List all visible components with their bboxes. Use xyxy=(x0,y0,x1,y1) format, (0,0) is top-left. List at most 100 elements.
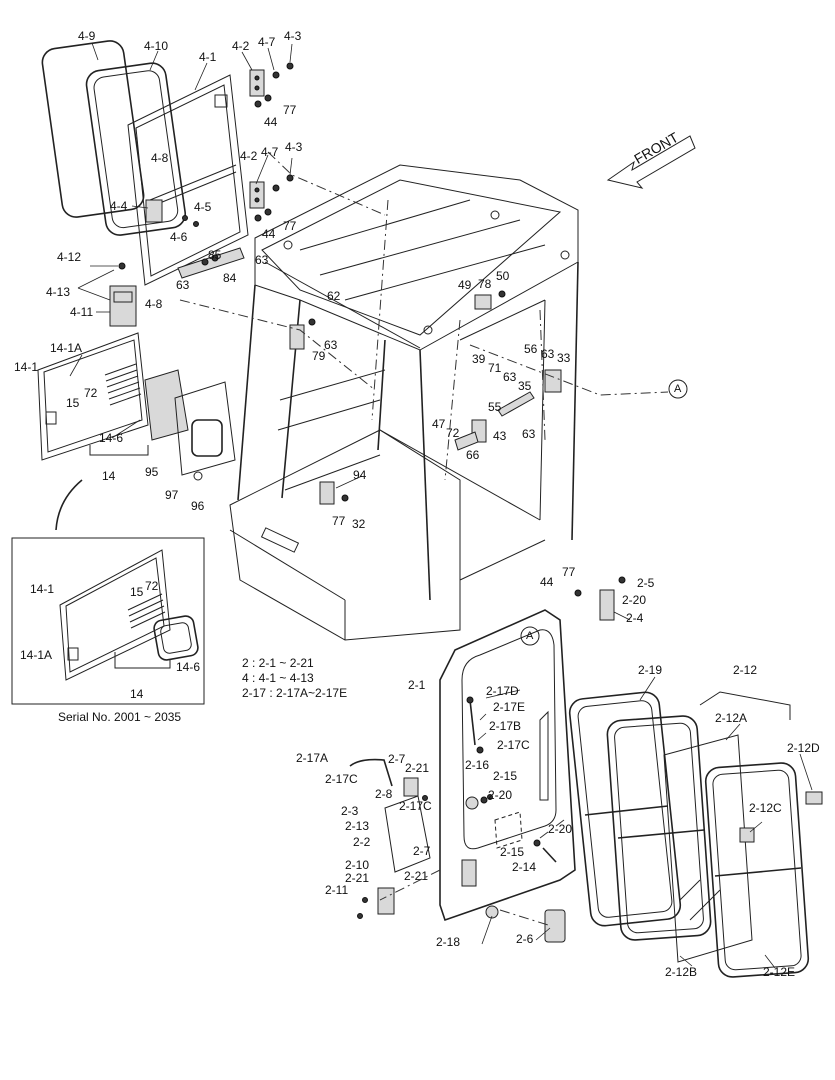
label-2-19: 2-19 xyxy=(638,663,663,677)
window-seal-4-10 xyxy=(85,62,187,236)
label-2-4: 2-4 xyxy=(626,611,644,625)
label-2-2: 2-2 xyxy=(353,835,371,849)
label-2-17A: 2-17A xyxy=(296,751,329,765)
label-4-8-bottom: 4-8 xyxy=(145,297,163,311)
label-2-20-mid: 2-20 xyxy=(488,788,513,802)
label-2-12A: 2-12A xyxy=(715,711,748,725)
label-77-top: 77 xyxy=(283,103,297,117)
label-2-8: 2-8 xyxy=(375,787,393,801)
label-2-12: 2-12 xyxy=(733,663,758,677)
label-4-3-top: 4-3 xyxy=(284,29,302,43)
filter-95 xyxy=(144,369,189,441)
label-2-20-bottom: 2-20 xyxy=(548,822,573,836)
label-4-7-mid: 4-7 xyxy=(261,145,279,159)
callout-a-top-letter: A xyxy=(674,383,682,395)
latch-2-8 xyxy=(403,777,428,801)
label-2-10: 2-10 xyxy=(345,858,370,872)
label-2-21-top: 2-21 xyxy=(405,761,430,775)
label-2-11: 2-11 xyxy=(325,883,349,897)
window-frame-2-12A xyxy=(606,715,712,941)
label-84: 84 xyxy=(223,271,237,285)
label-2-13: 2-13 xyxy=(345,819,370,833)
label-63-c: 63 xyxy=(324,338,338,352)
label-2-17C-right: 2-17C xyxy=(497,738,530,752)
hinge-79 xyxy=(289,318,316,350)
bolt-2-18 xyxy=(485,905,499,919)
leader-lines xyxy=(69,42,813,969)
label-47: 47 xyxy=(432,417,446,431)
label-4-2-mid: 4-2 xyxy=(240,149,258,163)
label-39: 39 xyxy=(472,352,486,366)
door-2-1 xyxy=(439,609,576,922)
label-43: 43 xyxy=(493,429,507,443)
label-2-18: 2-18 xyxy=(436,935,461,949)
cab-body xyxy=(229,164,579,641)
label-4-13: 4-13 xyxy=(46,285,71,299)
label-77-cab: 77 xyxy=(332,514,346,528)
hinge-94 xyxy=(319,481,349,505)
handle-2-16 xyxy=(465,794,493,810)
latch-4-4 xyxy=(145,199,199,227)
label-71: 71 xyxy=(488,361,502,375)
label-15-inset: 15 xyxy=(130,585,144,599)
label-14-1-main: 14-1 xyxy=(14,360,39,374)
label-2-16: 2-16 xyxy=(465,758,490,772)
label-72-cab: 72 xyxy=(446,426,460,440)
latch-33 xyxy=(544,369,562,393)
label-4-4: 4-4 xyxy=(110,199,128,213)
label-2-21-bottom: 2-21 xyxy=(404,869,429,883)
window-2-19 xyxy=(568,691,682,927)
window-frame-4-1 xyxy=(127,74,249,286)
plate-43 xyxy=(454,391,535,451)
label-14-6-inset: 14-6 xyxy=(176,660,201,674)
label-2-12C: 2-12C xyxy=(749,801,782,815)
label-2-17E: 2-17E xyxy=(493,700,526,714)
filter-case-97 xyxy=(174,381,236,481)
group-bracket-14a xyxy=(89,445,149,456)
hinge-4-2-top xyxy=(249,62,294,108)
label-2-6: 2-6 xyxy=(516,932,534,946)
label-2-17B: 2-17B xyxy=(489,719,522,733)
label-4-8-top: 4-8 xyxy=(151,151,169,165)
legend-line-3: 2-17 : 2-17A~2-17E xyxy=(242,686,348,700)
callout-a-top xyxy=(668,379,688,399)
bracket-84 xyxy=(177,247,245,279)
label-2-12B: 2-12B xyxy=(665,965,698,979)
label-2-14: 2-14 xyxy=(512,860,537,874)
handle-2-6 xyxy=(544,909,566,943)
label-14-1-inset: 14-1 xyxy=(30,582,55,596)
striker-49 xyxy=(474,290,506,310)
label-14-inset: 14 xyxy=(130,687,144,701)
cover-2-2 xyxy=(384,795,431,873)
label-44-top: 44 xyxy=(264,115,278,129)
callout-a-door-letter: A xyxy=(526,630,534,642)
callout-a-door xyxy=(520,626,540,646)
label-2-12E: 2-12E xyxy=(763,965,796,979)
label-63-e: 63 xyxy=(503,370,517,384)
filter-cover-14-1 xyxy=(37,332,149,461)
label-66: 66 xyxy=(466,448,480,462)
label-63-f: 63 xyxy=(522,427,536,441)
label-14-6-main: 14-6 xyxy=(99,431,124,445)
front-arrow-icon xyxy=(606,135,696,189)
label-63-b: 63 xyxy=(176,278,190,292)
label-77-mid: 77 xyxy=(283,219,297,233)
label-2-17D: 2-17D xyxy=(486,684,519,698)
inset-filter-cover xyxy=(59,549,199,681)
label-15-main: 15 xyxy=(66,396,80,410)
label-62: 62 xyxy=(327,289,341,303)
label-2-17C-left: 2-17C xyxy=(325,772,358,786)
label-72-main: 72 xyxy=(84,386,98,400)
rod-2-14 xyxy=(533,839,557,863)
label-72-inset: 72 xyxy=(145,579,159,593)
label-4-6: 4-6 xyxy=(170,230,188,244)
label-2-5: 2-5 xyxy=(637,576,655,590)
legend-line-2: 4 : 4-1 ~ 4-13 xyxy=(242,671,314,685)
label-2-7-top: 2-7 xyxy=(388,752,406,766)
label-94: 94 xyxy=(353,468,367,482)
hinge-2-4 xyxy=(574,576,626,621)
label-32: 32 xyxy=(352,517,366,531)
door-rod-2-17 xyxy=(466,696,484,754)
label-44-mid: 44 xyxy=(262,227,276,241)
